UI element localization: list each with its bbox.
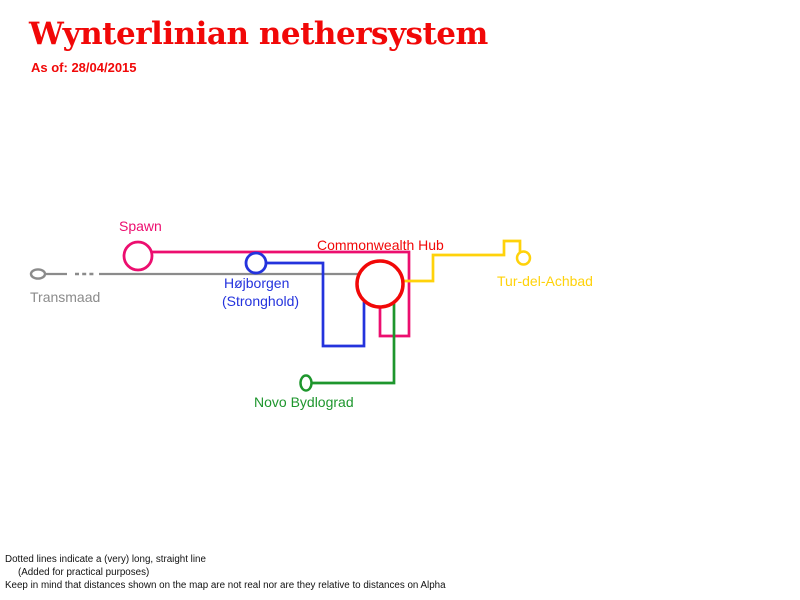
line-hub-turdelachbad [403, 239, 532, 283]
turdelachbad-line [403, 239, 522, 283]
line-spawn-hub [122, 240, 411, 338]
transmaad-station-marker [29, 268, 47, 280]
turdelachbad-station-marker [515, 250, 532, 266]
novobydlograd-station-marker [299, 374, 313, 392]
station-label-hojborgen: Højborgen [224, 275, 289, 291]
station-label-transmaad: Transmaad [30, 289, 100, 305]
spawn-hub-line [151, 250, 411, 338]
note-dotted-lines: Dotted lines indicate a (very) long, str… [5, 554, 206, 565]
hojborgen-hub-line [266, 261, 366, 348]
station-label-spawn: Spawn [119, 218, 162, 234]
page-title: Wynterlinian nethersystem [29, 16, 488, 52]
commonwealth-hub-marker [355, 259, 405, 309]
line-hojborgen-hub [244, 251, 366, 348]
station-sublabel-hojborgen: (Stronghold) [222, 293, 299, 309]
station-label-novobydlograd: Novo Bydlograd [254, 394, 354, 410]
spawn-station-marker [122, 240, 154, 272]
line-hub-novobydlograd [299, 302, 396, 392]
map-date-label: As of: 28/04/2015 [31, 60, 137, 75]
note-practical-purposes: (Added for practical purposes) [18, 567, 150, 578]
note-distances-disclaimer: Keep in mind that distances shown on the… [5, 580, 446, 591]
novobydlograd-line [312, 302, 396, 385]
line-transmaad-hub [29, 268, 359, 280]
hojborgen-station-marker [244, 251, 268, 275]
station-label-turdelachbad: Tur-del-Achbad [497, 273, 593, 289]
station-label-commonwealth-hub: Commonwealth Hub [317, 237, 444, 253]
